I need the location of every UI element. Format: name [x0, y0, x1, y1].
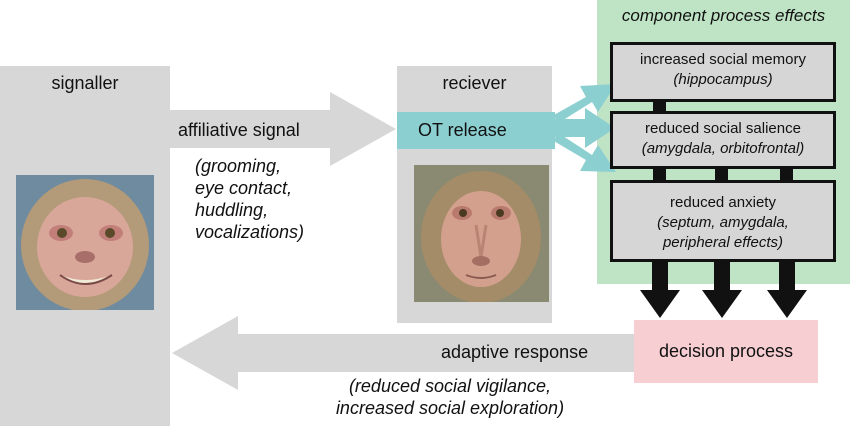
effect-box-social-memory: increased social memory (hippocampus)	[610, 42, 836, 102]
effect-box-anxiety: reduced anxiety (septum, amygdala, perip…	[610, 180, 836, 262]
teal-arrow-salience	[553, 108, 615, 148]
signaller-title: signaller	[51, 73, 119, 93]
affiliative-signal-label: affiliative signal	[178, 120, 300, 140]
adaptive-examples: (reduced social vigilance, increased soc…	[300, 375, 600, 419]
connector-3	[715, 166, 728, 182]
down-arrow-1	[640, 260, 680, 318]
effect-label: reduced anxiety	[670, 194, 776, 211]
adaptive-example: increased social exploration)	[335, 398, 565, 418]
affiliative-examples: (grooming, eye contact, huddling, vocali…	[195, 155, 304, 243]
effect-region: (amygdala, orbitofrontal)	[641, 140, 805, 157]
down-arrow-2	[702, 260, 742, 318]
teal-arrow-anxiety	[552, 134, 616, 172]
affiliative-example: huddling,	[195, 200, 269, 220]
connector-1	[653, 100, 666, 114]
connector-4	[780, 166, 793, 182]
affiliative-signal-arrow	[170, 92, 396, 166]
receiver-monkey-photo	[414, 165, 549, 302]
adaptive-response-arrow	[172, 316, 634, 390]
teal-arrow-memory	[552, 84, 616, 122]
effect-region: (septum, amygdala, peripheral effects)	[657, 214, 789, 251]
decision-process-label: decision process	[658, 341, 794, 361]
effect-box-social-salience: reduced social salience (amygdala, orbit…	[610, 111, 836, 169]
adaptive-example: (reduced social vigilance,	[348, 376, 552, 396]
ot-release-label: OT release	[418, 120, 507, 140]
effect-region: (hippocampus)	[673, 71, 773, 88]
effect-label: reduced social salience	[645, 120, 801, 137]
receiver-title: reciever	[442, 73, 507, 93]
signaller-monkey-photo	[16, 175, 154, 310]
connector-2	[653, 166, 666, 182]
affiliative-example: vocalizations)	[195, 222, 305, 242]
effect-label: increased social memory	[640, 51, 806, 68]
component-panel-title: component process effects	[621, 6, 826, 25]
adaptive-response-label: adaptive response	[441, 342, 589, 362]
affiliative-example: eye contact,	[195, 178, 293, 198]
ot-release-band: OT release	[397, 112, 555, 149]
decision-process-box	[634, 320, 818, 383]
affiliative-example: (grooming,	[195, 156, 282, 176]
down-arrow-3	[767, 260, 807, 318]
